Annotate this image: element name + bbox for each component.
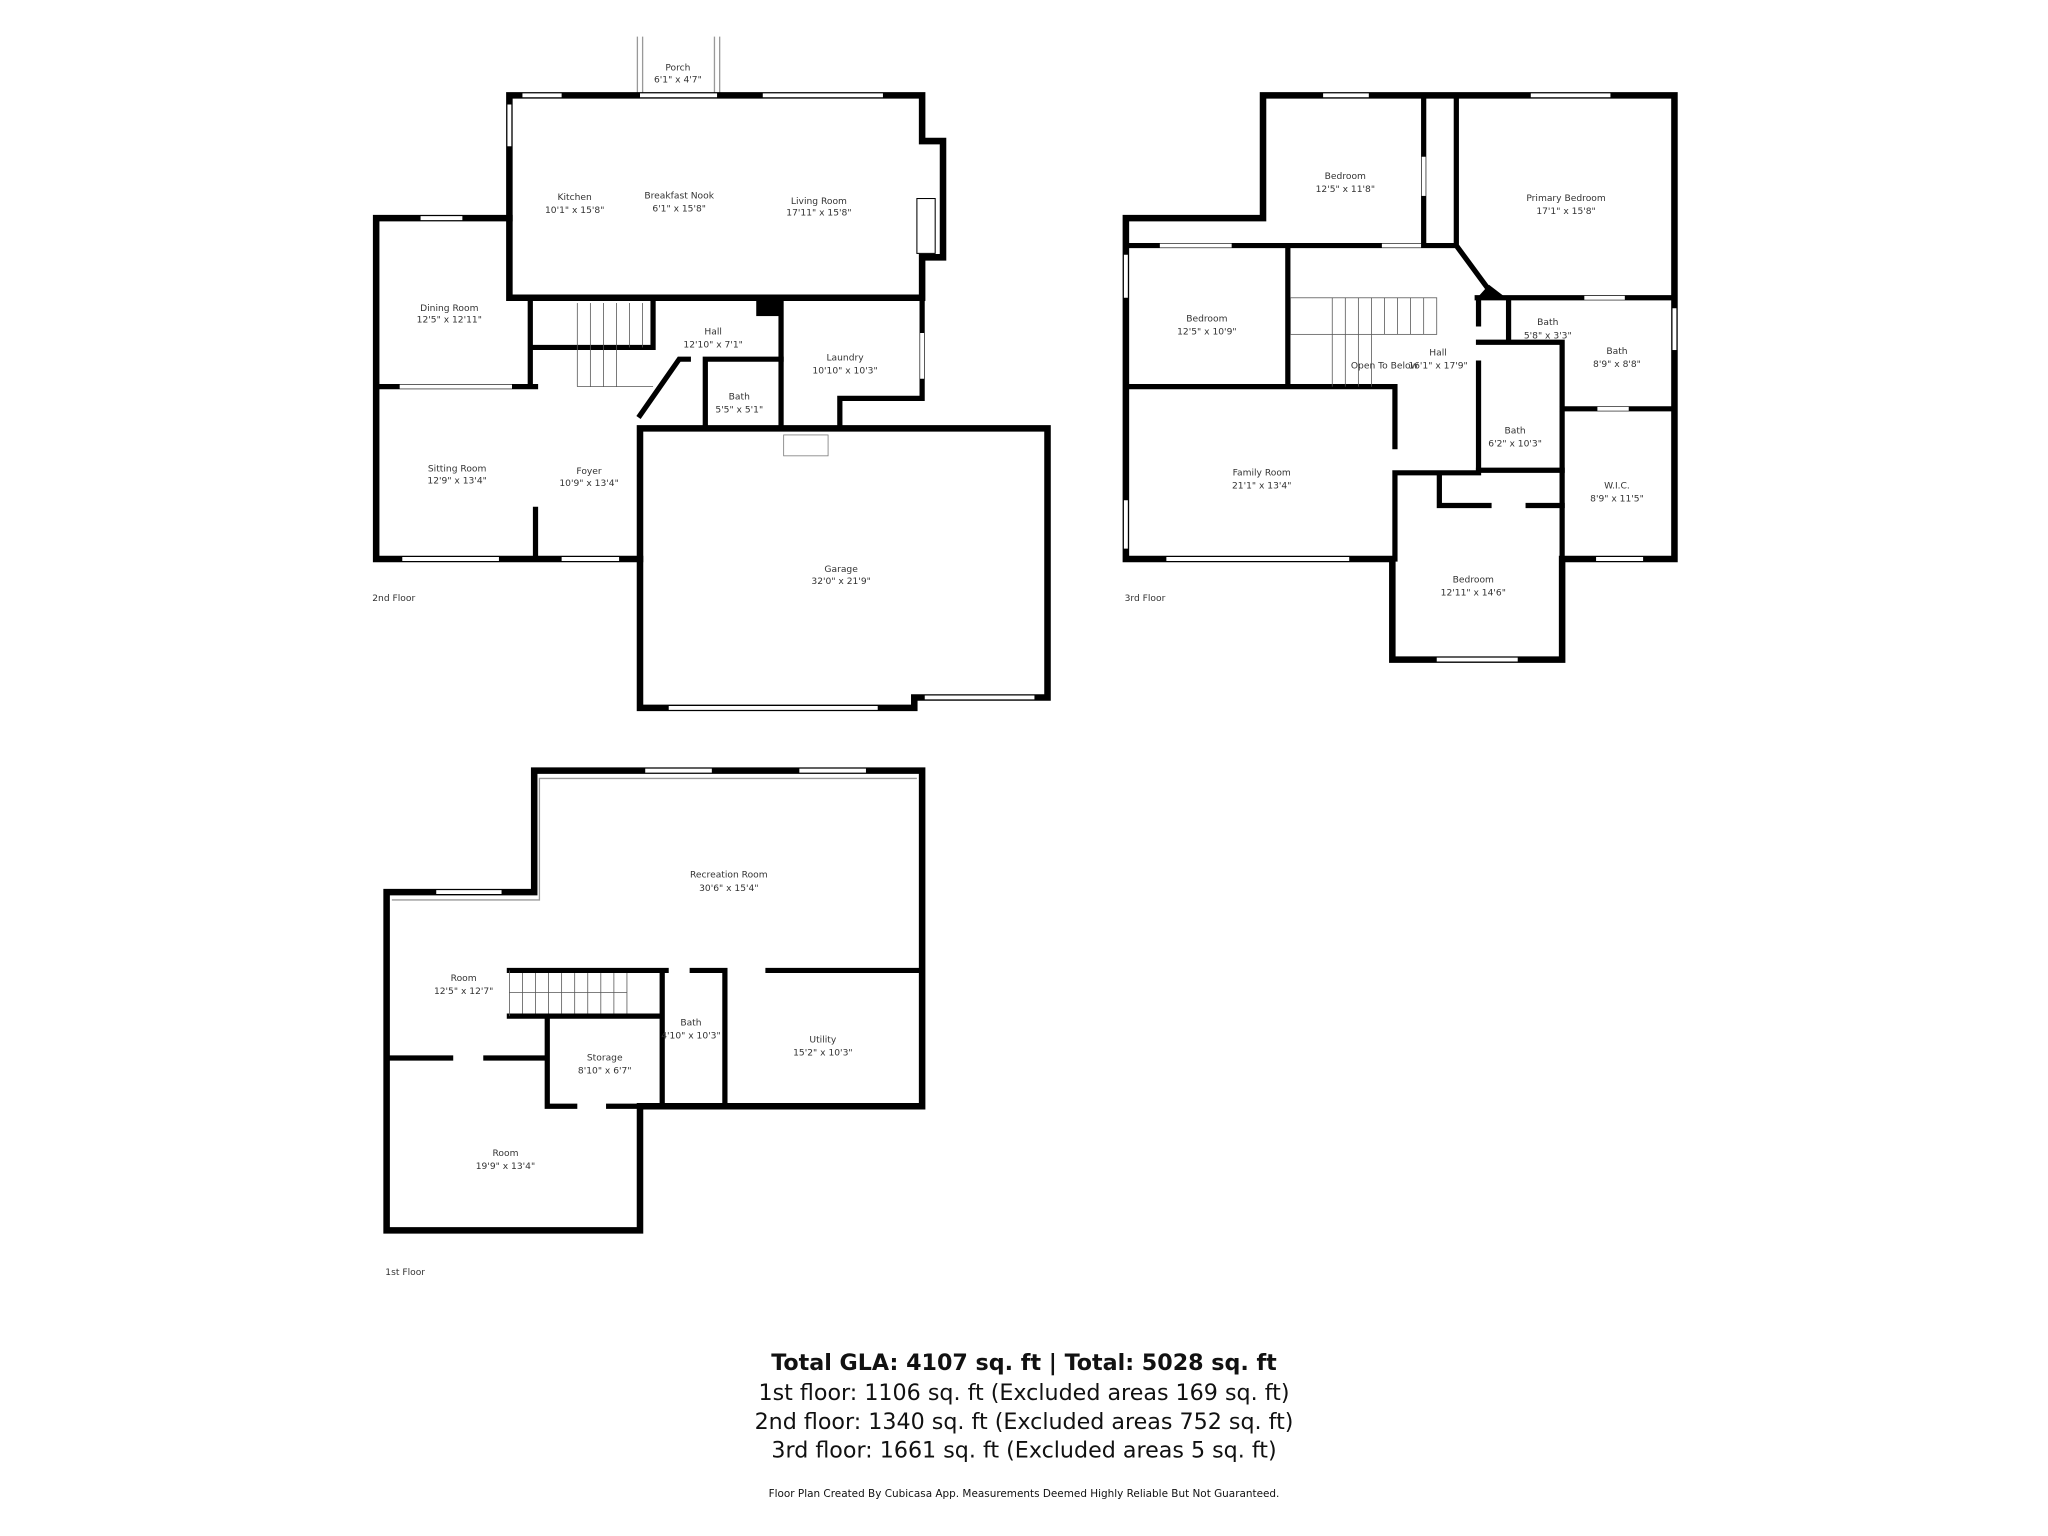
floor-label-2nd: 2nd Floor [372,594,415,604]
garage-walls [636,425,1051,712]
floor-label-1st: 1st Floor [385,1268,425,1278]
third-floor-outer-walls [1122,92,1678,663]
first-floor-outer-walls [383,767,926,1234]
stairs-walls [530,295,656,351]
room-label-wic: W.I.C.8'9" x 11'5" [1590,481,1644,504]
label-open-to-below: Open To Below [1351,361,1419,371]
disclaimer: Floor Plan Created By Cubicasa App. Meas… [769,1488,1280,1500]
porch-outline [636,36,721,96]
third-floor-area: 3rd floor: 1661 sq. ft (Excluded areas 5… [771,1438,1276,1464]
floor-label-3rd: 3rd Floor [1125,594,1166,604]
fireplace-icon [916,198,936,254]
stairs [576,303,654,388]
main-block-walls [506,92,947,302]
second-floor-area: 2nd floor: 1340 sq. ft (Excluded areas 7… [755,1409,1294,1435]
stairs [508,970,628,1017]
stairs [1290,297,1438,387]
first-floor-area: 1st floor: 1106 sq. ft (Excluded areas 1… [759,1380,1290,1406]
area-summary: Total GLA: 4107 sq. ft | Total: 5028 sq.… [755,1350,1294,1500]
total-area: Total GLA: 4107 sq. ft | Total: 5028 sq.… [771,1350,1277,1376]
garage-steps [783,434,829,457]
chimney-block [756,297,780,317]
